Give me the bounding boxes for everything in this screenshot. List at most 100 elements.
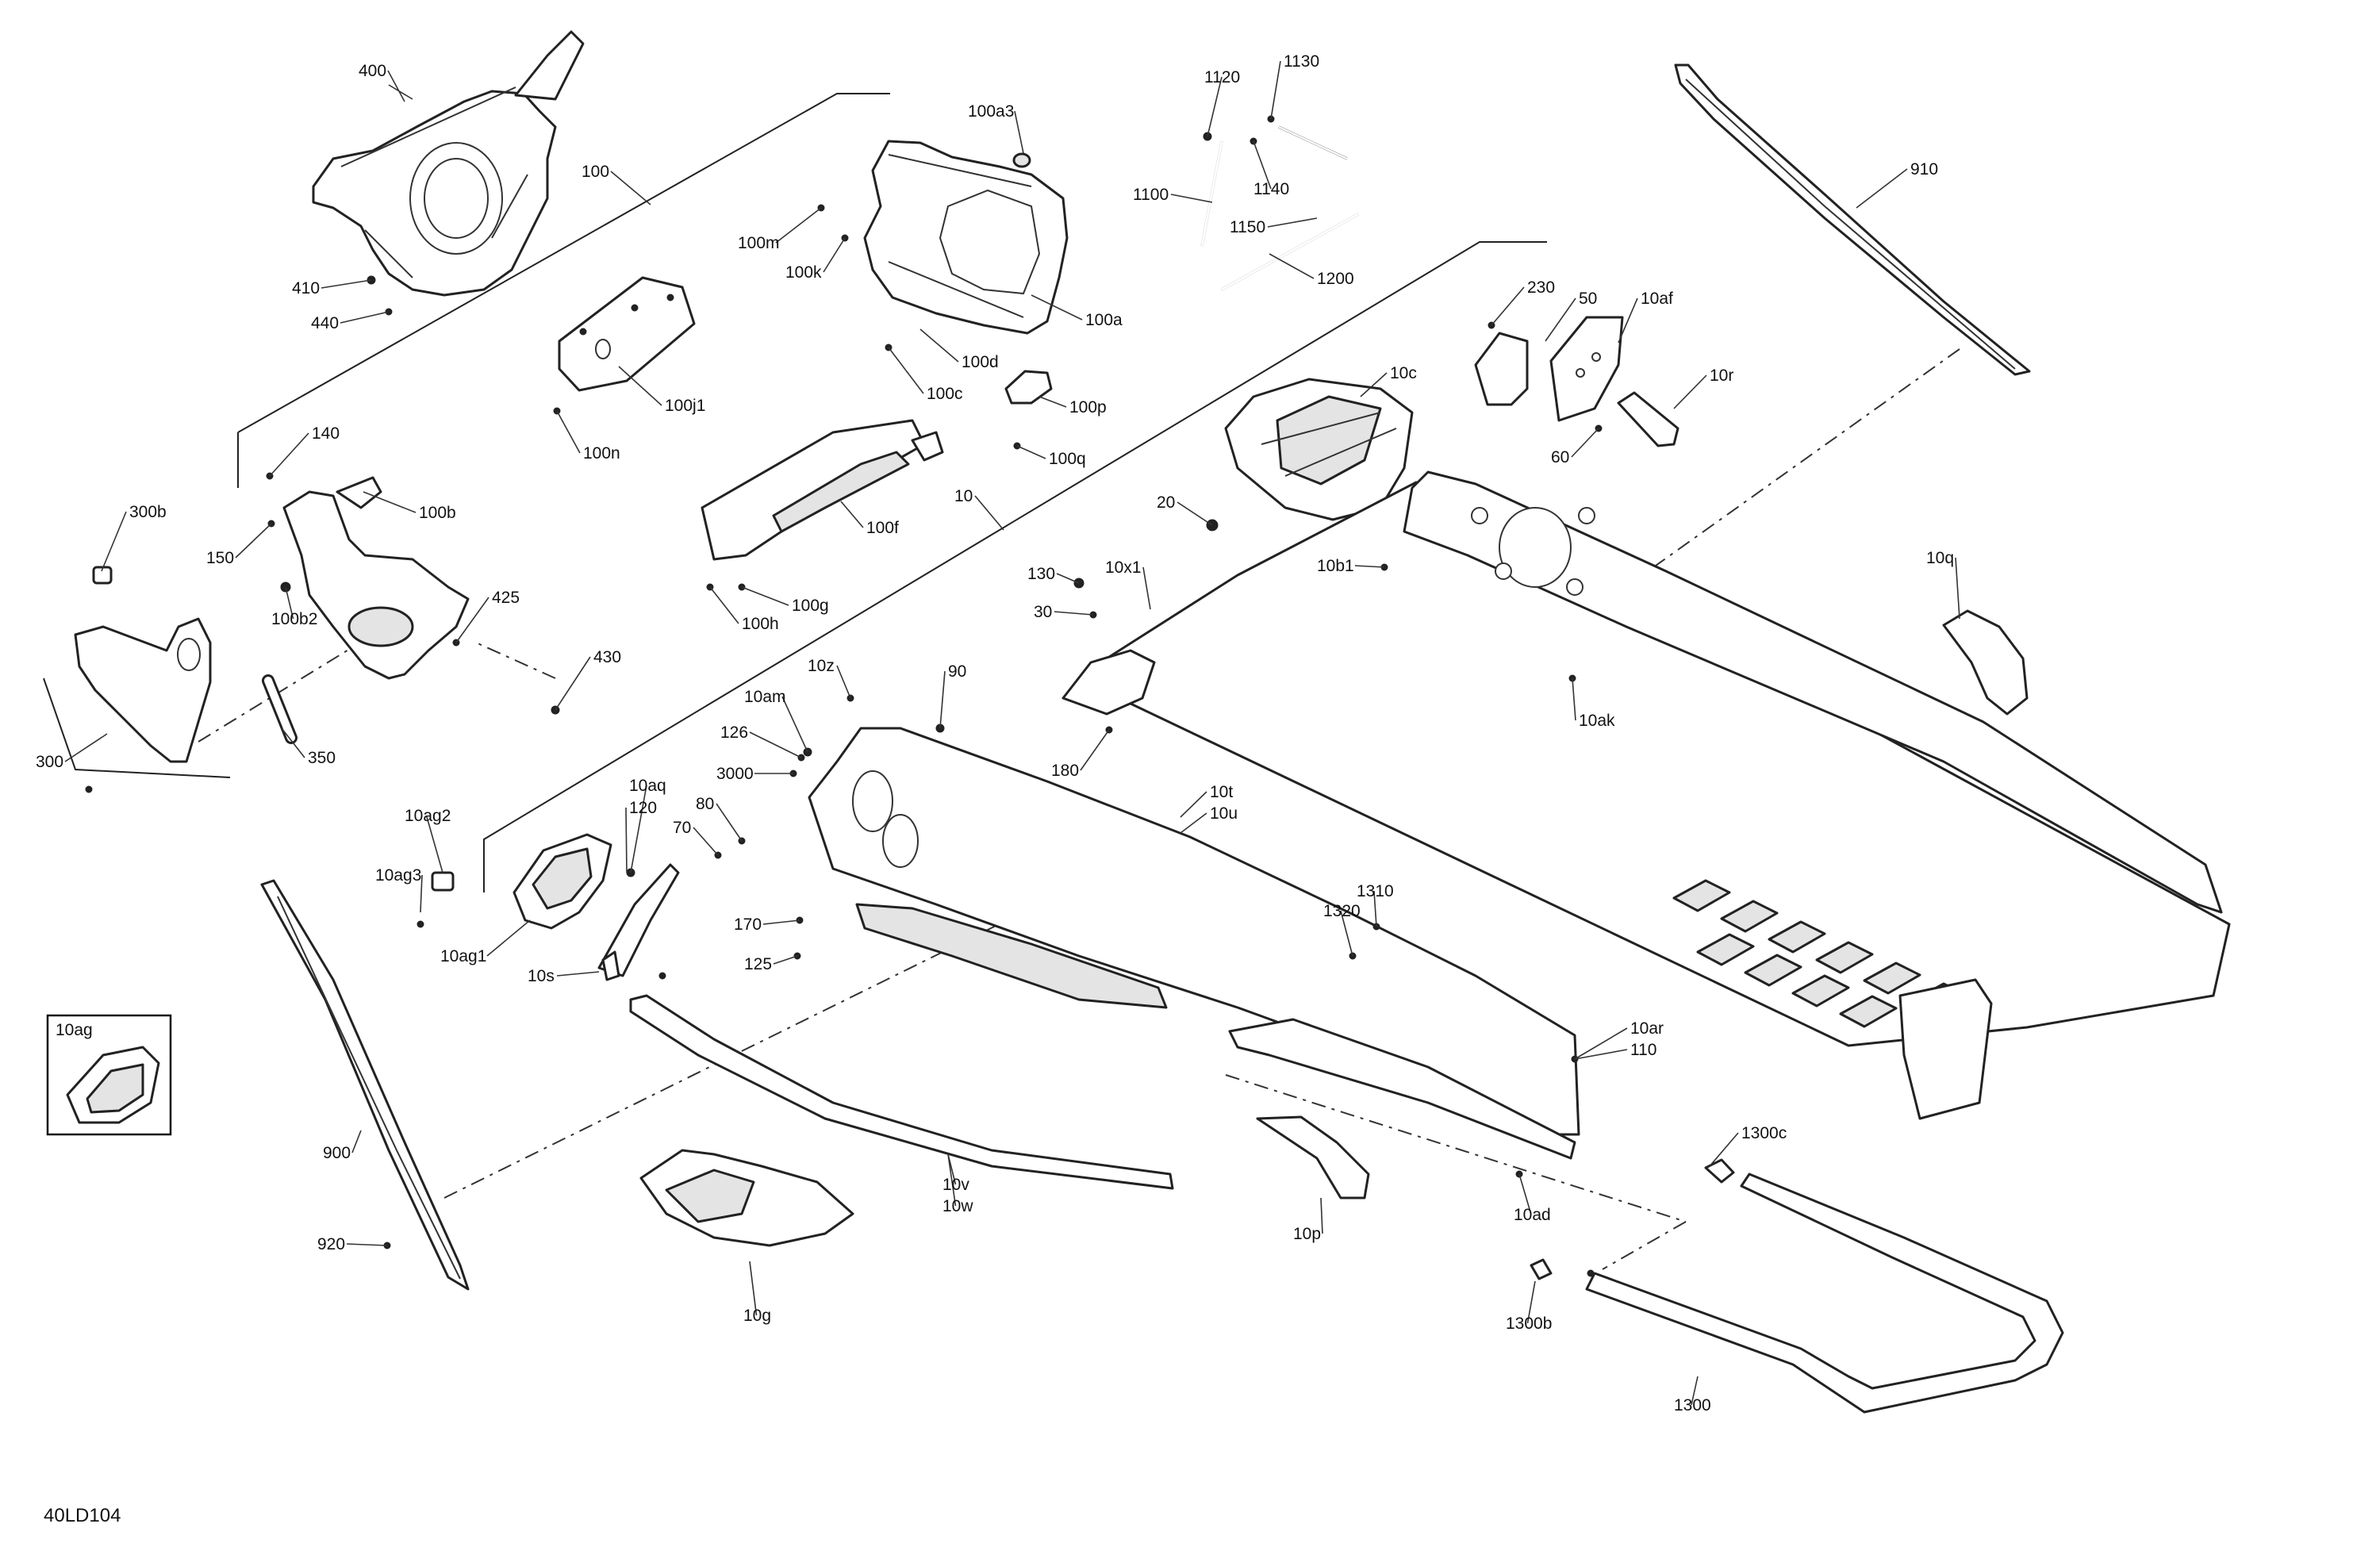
callout-10ag2: 10ag2 [405,807,451,825]
callout-10b1: 10b1 [1317,557,1354,575]
leader-10am [781,696,808,753]
callout-100h: 100h [742,615,779,633]
bracket-10q [1942,609,2029,716]
callout-910: 910 [1910,160,1938,178]
callout-126: 126 [720,724,748,742]
leader-125 [773,955,798,965]
struts-1100-1200 [1200,125,1359,291]
leader-120 [625,807,628,873]
callout-10t: 10t [1210,783,1233,801]
leader-140 [269,432,309,477]
cover-plate-100j1 [558,276,696,392]
callout-labels: 400100410440100m100k100a3100a100d100c100… [36,52,1954,1414]
leader-1200 [1269,253,1315,279]
bracket-10s [597,863,680,981]
callout-300b: 300b [129,503,167,521]
callout-150: 150 [206,549,234,567]
leader-100m [775,207,822,244]
callout-350: 350 [308,749,336,767]
callout-400: 400 [359,62,386,80]
callout-10ag3: 10ag3 [375,866,421,885]
cover-100p [1004,370,1053,405]
callout-300: 300 [36,753,63,771]
callout-10ak: 10ak [1579,712,1615,730]
callout-10ad: 10ad [1514,1206,1551,1224]
callout-10: 10 [954,487,973,505]
leader-90 [939,670,946,729]
callout-10ar: 10ar [1630,1019,1664,1038]
callout-1300c: 1300c [1741,1124,1787,1142]
leader-10b1 [1354,565,1385,568]
callout-100b: 100b [419,504,456,522]
side-panel-10ag1 [512,833,612,930]
callout-10q: 10q [1926,549,1954,567]
callout-140: 140 [312,424,340,443]
callout-20: 20 [1157,493,1175,512]
callout-10z: 10z [808,657,835,675]
leader-1320 [1340,910,1353,957]
leader-910 [1856,168,1908,209]
leader-10ar [1574,1027,1628,1060]
inset-label: 10ag [56,1021,93,1039]
leader-10aq [630,785,647,873]
callout-110: 110 [1630,1041,1656,1059]
callout-440: 440 [311,314,339,332]
tunnel-10 [808,470,2231,1160]
callout-1320: 1320 [1323,902,1361,920]
callout-10am: 10am [744,688,786,706]
leader-900 [351,1130,362,1153]
leader-100g [741,586,789,606]
leader-10s [556,971,600,977]
leader-100q [1016,445,1046,459]
leader-440 [340,311,390,324]
engine-bracket-100a [863,140,1069,335]
leader-130 [1056,573,1080,584]
callout-1310: 1310 [1357,882,1394,900]
callout-410: 410 [292,279,320,297]
foot-bracket-10g [639,1149,854,1247]
callout-100c: 100c [927,385,963,403]
leader-100b2 [285,586,294,620]
callout-100a3: 100a3 [968,102,1014,121]
leader-10t [1180,791,1207,818]
leader-10 [974,495,1004,531]
callout-100: 100 [582,163,609,181]
callout-10aq: 10aq [629,777,666,795]
callout-50: 50 [1579,290,1597,308]
leader-920 [346,1243,388,1246]
leader-10ag3 [420,874,423,913]
leader-100p [1038,396,1067,408]
leader-100 [610,171,651,205]
leader-430 [555,656,591,711]
brackets-50-10af-10r [1474,316,1679,447]
callout-80: 80 [696,795,714,813]
leader-10ad [1518,1173,1532,1215]
runner-10v [629,994,1174,1190]
leader-100a [1031,294,1083,320]
leader-350 [281,727,305,758]
callout-1300: 1300 [1674,1396,1711,1414]
callout-1200: 1200 [1317,270,1354,288]
callout-10x1: 10x1 [1105,558,1142,577]
leader-10q [1955,557,1960,620]
callout-3000: 3000 [716,765,754,783]
callout-100f: 100f [866,519,899,537]
leader-100a3 [1014,110,1024,154]
leader-100n [556,410,581,454]
callout-425: 425 [492,589,520,607]
leader-10r [1673,374,1707,409]
leader-300 [64,733,108,762]
callout-100m: 100m [738,234,780,252]
rail-910 [1674,63,2031,376]
leader-50 [1545,297,1576,342]
leader-110 [1574,1049,1628,1060]
leader-100b [363,491,416,513]
leader-100c [888,347,924,394]
callout-230: 230 [1527,278,1555,297]
housing-10c [1224,378,1414,521]
callout-10r: 10r [1710,367,1733,385]
callout-1300b: 1300b [1506,1315,1552,1333]
leader-10z [836,665,851,699]
leader-10ag2 [425,815,443,873]
